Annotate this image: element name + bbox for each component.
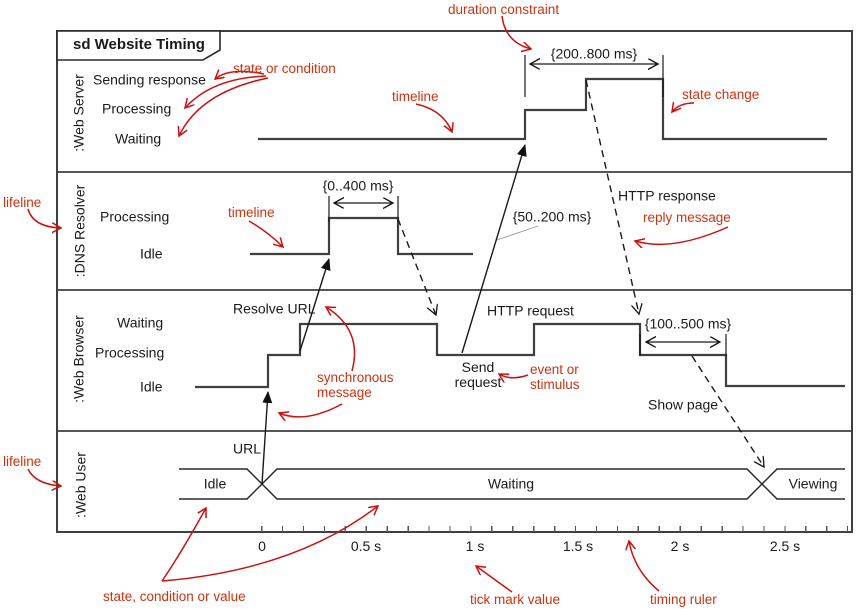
dns-resolver-timeline xyxy=(250,216,473,256)
arrow-synchronous-2 xyxy=(279,403,343,417)
duration-label-request: {50..200 ms} xyxy=(512,208,592,225)
message-label-http-request: HTTP request xyxy=(487,302,574,319)
arrow-timeline-server xyxy=(415,103,452,132)
state-label-browser-idle: Idle xyxy=(140,378,163,395)
message-label-send-request: Send request xyxy=(455,360,502,390)
send-request-message-line xyxy=(461,144,527,354)
ruler-tick-label-1: 1 s xyxy=(465,538,485,554)
message-label-resolve-url: Resolve URL xyxy=(233,300,316,317)
arrow-timeline-dns xyxy=(248,220,283,247)
arrow-state-value-1 xyxy=(161,508,206,582)
arrow-state-or-condition-3 xyxy=(179,77,269,136)
annotation-timeline-dns: timeline xyxy=(228,205,275,220)
diagram-title: sd Website Timing xyxy=(73,36,205,53)
arrow-duration-constraint xyxy=(501,15,531,49)
ruler-tick-label-2: 2 s xyxy=(670,538,690,554)
annotation-timing-ruler: timing ruler xyxy=(650,592,717,607)
user-state-waiting: Waiting xyxy=(487,475,535,492)
state-label-browser-waiting: Waiting xyxy=(117,314,164,331)
title-pentagon xyxy=(56,30,221,61)
ruler-tick-label-25: 2.5 s xyxy=(769,538,801,554)
lane-name-web-user: :Web User xyxy=(72,452,89,518)
annotation-state-or-condition: state or condition xyxy=(233,61,336,76)
state-label-server-processing: Processing xyxy=(102,100,172,117)
annotation-reply-message: reply message xyxy=(643,210,731,225)
state-label-server-waiting: Waiting xyxy=(115,130,162,147)
web-browser-timeline xyxy=(195,322,845,389)
dns-reply-message-line xyxy=(397,218,436,315)
arrow-reply-message xyxy=(635,226,729,244)
annotation-tick-mark-value: tick mark value xyxy=(470,592,561,607)
resolve-url-message-line xyxy=(299,258,331,352)
annotation-arrows xyxy=(27,15,729,593)
annotation-event-or-stimulus: event or stimulus xyxy=(530,362,580,392)
message-label-url: URL xyxy=(233,440,262,457)
state-label-browser-processing: Processing xyxy=(95,344,165,361)
duration-constraint-server xyxy=(524,55,664,97)
message-label-send-request-line2: request xyxy=(454,374,502,390)
arrow-lifeline-user xyxy=(27,468,61,486)
state-label-dns-idle: Idle xyxy=(140,245,163,262)
web-server-timeline xyxy=(258,77,827,141)
message-label-send-request-line1: Send xyxy=(461,359,495,375)
arrow-timing-ruler xyxy=(629,541,660,592)
ruler-tick-label-15: 1.5 s xyxy=(562,538,594,554)
message-label-show-page: Show page xyxy=(648,396,719,413)
annotation-synchronous-message: synchronous message xyxy=(317,370,394,400)
annotation-lifeline-user: lifeline xyxy=(3,454,42,469)
annotation-event-line2: stimulus xyxy=(530,377,580,392)
user-state-viewing: Viewing xyxy=(788,475,838,492)
annotation-state-change: state change xyxy=(682,87,760,102)
annotation-event-line1: event or xyxy=(530,362,579,377)
arrow-state-or-condition-1 xyxy=(215,71,265,79)
arrow-event-stimulus xyxy=(499,374,529,378)
arrow-synchronous-1 xyxy=(326,307,356,372)
annotation-state-condition-or-value: state, condition or value xyxy=(103,589,246,604)
lane-name-web-browser: :Web Browser xyxy=(70,315,87,403)
arrow-state-change xyxy=(672,103,695,112)
annotation-synchronous-line1: synchronous xyxy=(317,370,394,385)
lane-name-dns-resolver: :DNS Resolver xyxy=(71,184,88,278)
ruler-tick-label-0: 0 xyxy=(258,538,266,554)
web-user-timeline xyxy=(179,468,845,500)
duration-label-server: {200..800 ms} xyxy=(550,45,638,62)
ruler-tick-label-05: 0.5 s xyxy=(350,538,382,554)
timing-ruler-ticks xyxy=(261,526,848,532)
duration-label-browser: {100..500 ms} xyxy=(644,315,732,332)
annotation-duration-constraint: duration constraint xyxy=(448,2,560,17)
message-label-http-response: HTTP response xyxy=(618,187,716,204)
duration-constraint-browser xyxy=(639,334,727,356)
annotation-lifeline-dns: lifeline xyxy=(3,195,42,210)
url-message-line xyxy=(261,391,273,485)
http-response-message-line xyxy=(585,79,639,314)
duration-leader-line xyxy=(496,225,539,241)
duration-constraint-dns xyxy=(328,196,399,222)
annotation-timeline-server: timeline xyxy=(392,89,439,104)
duration-label-dns: {0..400 ms} xyxy=(322,177,394,194)
arrow-lifeline-dns xyxy=(27,208,61,228)
annotation-synchronous-line2: message xyxy=(317,385,372,400)
user-state-idle: Idle xyxy=(203,475,227,492)
state-label-dns-processing: Processing xyxy=(100,208,170,225)
lane-name-web-server: :Web Server xyxy=(70,74,87,152)
diagram-frame xyxy=(56,30,853,533)
arrow-state-or-condition-2 xyxy=(185,75,267,108)
show-page-message-line xyxy=(691,355,764,467)
state-label-sending-response: Sending response xyxy=(93,71,206,88)
arrow-tick-mark-value xyxy=(476,566,513,593)
arrow-state-value-2 xyxy=(161,506,378,582)
